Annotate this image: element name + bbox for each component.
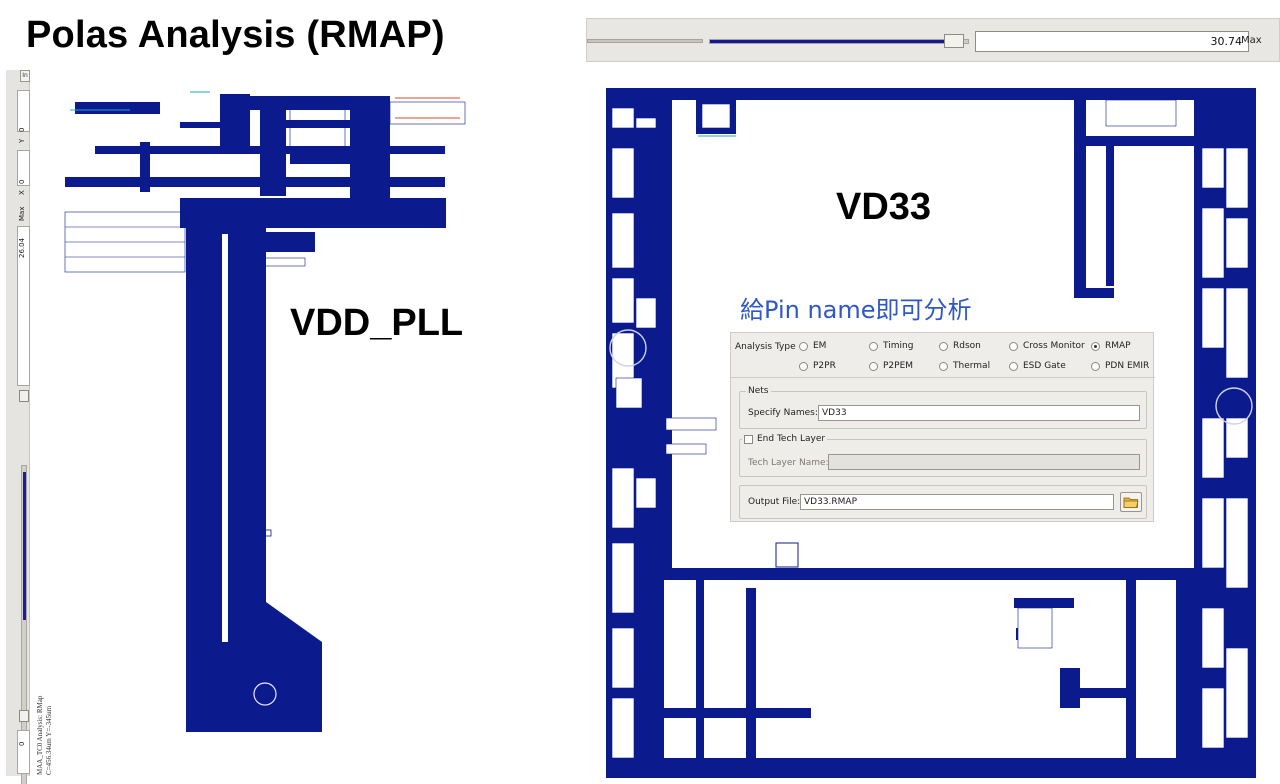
end-tech-layer-label: End Tech Layer <box>757 434 826 444</box>
radio-cross-monitor[interactable] <box>1009 341 1018 351</box>
output-file-group: Output File: VD33.RMAP <box>739 485 1147 519</box>
y-coordinate-value: 0 <box>18 127 26 132</box>
radio-p2pr[interactable] <box>799 361 808 371</box>
left-slider-fill <box>23 472 26 620</box>
slide-title: Polas Analysis (RMAP) <box>26 14 445 56</box>
metal-ring-top <box>606 88 1256 100</box>
radio-label-em: EM <box>813 341 827 351</box>
radio-label-thermal: Thermal <box>953 361 991 371</box>
vdd-pll-layout-canvas[interactable] <box>60 82 530 772</box>
analysis-type-label: Analysis Type <box>735 342 796 352</box>
radio-label-timing: Timing <box>883 341 914 351</box>
end-tech-layer-group: End Tech Layer Tech Layer Name: <box>739 434 1147 477</box>
vd33-layout-canvas[interactable] <box>606 88 1256 778</box>
x-coordinate-value: 0 <box>18 179 26 184</box>
analysis-type-rmap[interactable]: RMAP <box>1091 341 1131 351</box>
left-slider-bottom-handle[interactable] <box>19 710 29 722</box>
pin-name-caption: 給Pin name即可分析 <box>740 296 972 324</box>
analysis-type-thermal[interactable]: Thermal <box>939 361 990 371</box>
max-slider-handle[interactable] <box>944 34 964 48</box>
max-value-slider[interactable] <box>709 39 969 44</box>
tech-layer-name-label: Tech Layer Name: <box>748 458 829 468</box>
radio-rmap[interactable] <box>1091 341 1100 351</box>
x-coordinate-field[interactable] <box>17 150 30 186</box>
zoom-in-button[interactable]: In <box>20 70 30 82</box>
radio-rdson[interactable] <box>939 341 948 351</box>
radio-p2pem[interactable] <box>869 361 878 371</box>
radio-em[interactable] <box>799 341 808 351</box>
radio-label-rdson: Rdson <box>953 341 981 351</box>
min-value: 0 <box>18 741 26 746</box>
analysis-type-timing[interactable]: Timing <box>869 341 913 351</box>
end-tech-layer-header: End Tech Layer <box>742 434 828 444</box>
x-coordinate-label: X <box>18 190 26 196</box>
max-value: 26.04 <box>18 237 26 258</box>
radio-label-p2pr: P2PR <box>813 361 836 371</box>
output-file-input[interactable]: VD33.RMAP <box>800 494 1114 510</box>
metal-trunk-upper <box>260 96 286 196</box>
y-coordinate-label: Y <box>18 138 26 144</box>
left-pad-marker <box>609 329 647 367</box>
left-viewer-status: MAA_TC0 Analysis: RMap C=456.34um Y=-345… <box>36 655 58 775</box>
analysis-type-p2pem[interactable]: P2PEM <box>869 361 913 371</box>
tech-layer-name-input[interactable] <box>828 454 1140 470</box>
dialog-divider <box>731 377 1155 378</box>
vd33-net-label: VD33 <box>836 186 932 228</box>
analysis-type-esd-gate[interactable]: ESD Gate <box>1009 361 1066 371</box>
radio-thermal[interactable] <box>939 361 948 371</box>
nets-group-title: Nets <box>746 386 771 396</box>
status-line-1: MAA_TC0 Analysis: RMap <box>36 695 44 775</box>
analysis-type-em[interactable]: EM <box>799 341 826 351</box>
analysis-type-rdson[interactable]: Rdson <box>939 341 981 351</box>
analysis-type-cross-monitor[interactable]: Cross Monitor <box>1009 341 1085 351</box>
metal-top-bus <box>65 177 445 187</box>
min-slider-track[interactable] <box>587 39 703 43</box>
radio-label-cross-monitor: Cross Monitor <box>1023 341 1085 351</box>
max-slider-fill <box>710 40 955 43</box>
max-label: Max <box>1241 35 1262 46</box>
pad-marker <box>253 682 277 706</box>
left-viewer-toolbar: In 0 Y 0 X Max 26.04 0 <box>6 70 30 784</box>
folder-icon <box>1123 497 1139 508</box>
max-value-field[interactable] <box>17 226 30 386</box>
left-slider-top-handle[interactable] <box>19 390 29 402</box>
radio-label-pdn-emir: PDN EMIR <box>1105 361 1150 371</box>
vdd-pll-net-label: VDD_PLL <box>290 302 464 344</box>
specify-names-label: Specify Names: <box>748 408 818 418</box>
left-value-slider[interactable] <box>21 465 27 784</box>
y-coordinate-field[interactable] <box>17 90 30 132</box>
strap-slot <box>222 234 228 642</box>
radio-label-p2pem: P2PEM <box>883 361 914 371</box>
radio-label-esd-gate: ESD Gate <box>1023 361 1066 371</box>
browse-folder-button[interactable] <box>1120 492 1142 512</box>
output-file-label: Output File: <box>748 497 801 507</box>
nets-group: Nets Specify Names: VD33 <box>739 386 1147 429</box>
specify-names-input[interactable]: VD33 <box>818 405 1140 421</box>
right-pad-marker <box>1215 387 1253 425</box>
status-line-2: C=456.34um Y=-345um <box>45 705 53 775</box>
radio-pdn-emir[interactable] <box>1091 361 1100 371</box>
min-value-field[interactable] <box>17 730 30 774</box>
radio-label-rmap: RMAP <box>1105 341 1131 351</box>
analysis-type-pdn-emir[interactable]: PDN EMIR <box>1091 361 1149 371</box>
metal-ring-bottom <box>606 758 1256 778</box>
analysis-type-p2pr[interactable]: P2PR <box>799 361 836 371</box>
max-label: Max <box>18 206 26 222</box>
radio-esd-gate[interactable] <box>1009 361 1018 371</box>
max-value-field[interactable]: 30.74 <box>975 31 1249 52</box>
right-viewer-toolbar: 30.74 Max <box>586 18 1280 62</box>
end-tech-layer-checkbox[interactable] <box>744 434 753 444</box>
analysis-settings-dialog: Analysis Type EM Timing Rdson Cross Moni… <box>730 332 1155 522</box>
metal-inner-bottom <box>664 568 1194 580</box>
radio-timing[interactable] <box>869 341 878 351</box>
